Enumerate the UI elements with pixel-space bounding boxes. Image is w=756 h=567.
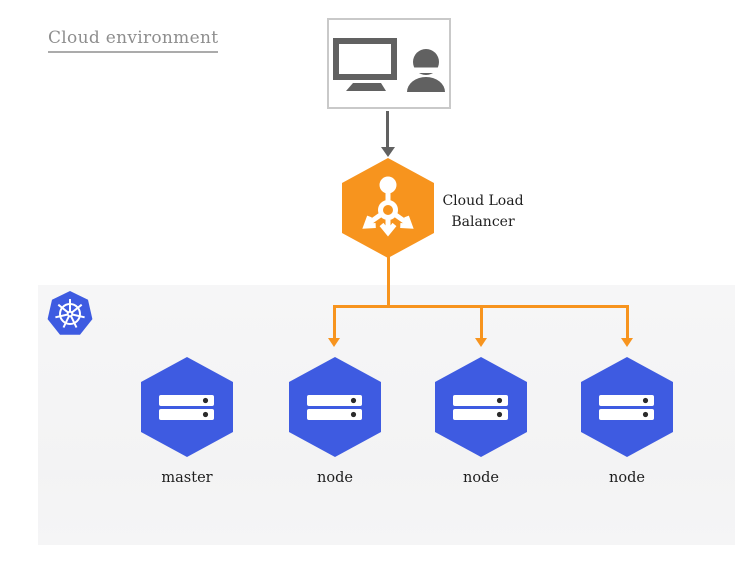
client-workstation-box	[327, 18, 451, 109]
worker-node-hexagon-2	[435, 357, 527, 457]
lb-branch-arrowhead-icon-3	[621, 338, 633, 347]
lb-drop-line	[386, 257, 390, 306]
master-node-label: master	[161, 470, 213, 486]
worker-node-label-1: node	[317, 470, 353, 486]
monitor-user-icon	[333, 38, 445, 92]
lb-branch-arrowhead-icon-2	[474, 338, 487, 347]
server-icon	[453, 395, 508, 420]
server-icon	[159, 395, 214, 420]
load-balancer-hexagon	[342, 158, 434, 258]
worker-node-label-3: node	[609, 470, 645, 486]
monitor-icon	[333, 38, 397, 91]
load-balancer-label-line1: Cloud Load	[442, 193, 524, 209]
worker-node-hexagon-1	[289, 357, 381, 457]
lb-branch-line-3	[626, 306, 629, 338]
kubernetes-logo-icon	[47, 291, 93, 335]
worker-node-label-2: node	[463, 470, 499, 486]
lb-branch-line-2	[479, 306, 483, 338]
load-balancer-label-line2: Balancer	[451, 214, 515, 230]
worker-node-hexagon-3	[581, 357, 673, 457]
lb-branch-line-1	[333, 306, 336, 338]
load-balancer-label: Cloud Load Balancer	[428, 191, 538, 233]
master-node-hexagon	[141, 357, 233, 457]
client-to-lb-line	[386, 111, 389, 148]
server-icon	[599, 395, 654, 420]
server-icon	[307, 395, 362, 420]
lb-branch-arrowhead-icon-1	[328, 338, 340, 347]
user-icon	[407, 49, 445, 92]
page-title: Cloud environment	[48, 28, 219, 53]
load-balancer-icon	[362, 176, 414, 237]
client-to-lb-arrowhead-icon	[380, 147, 395, 157]
